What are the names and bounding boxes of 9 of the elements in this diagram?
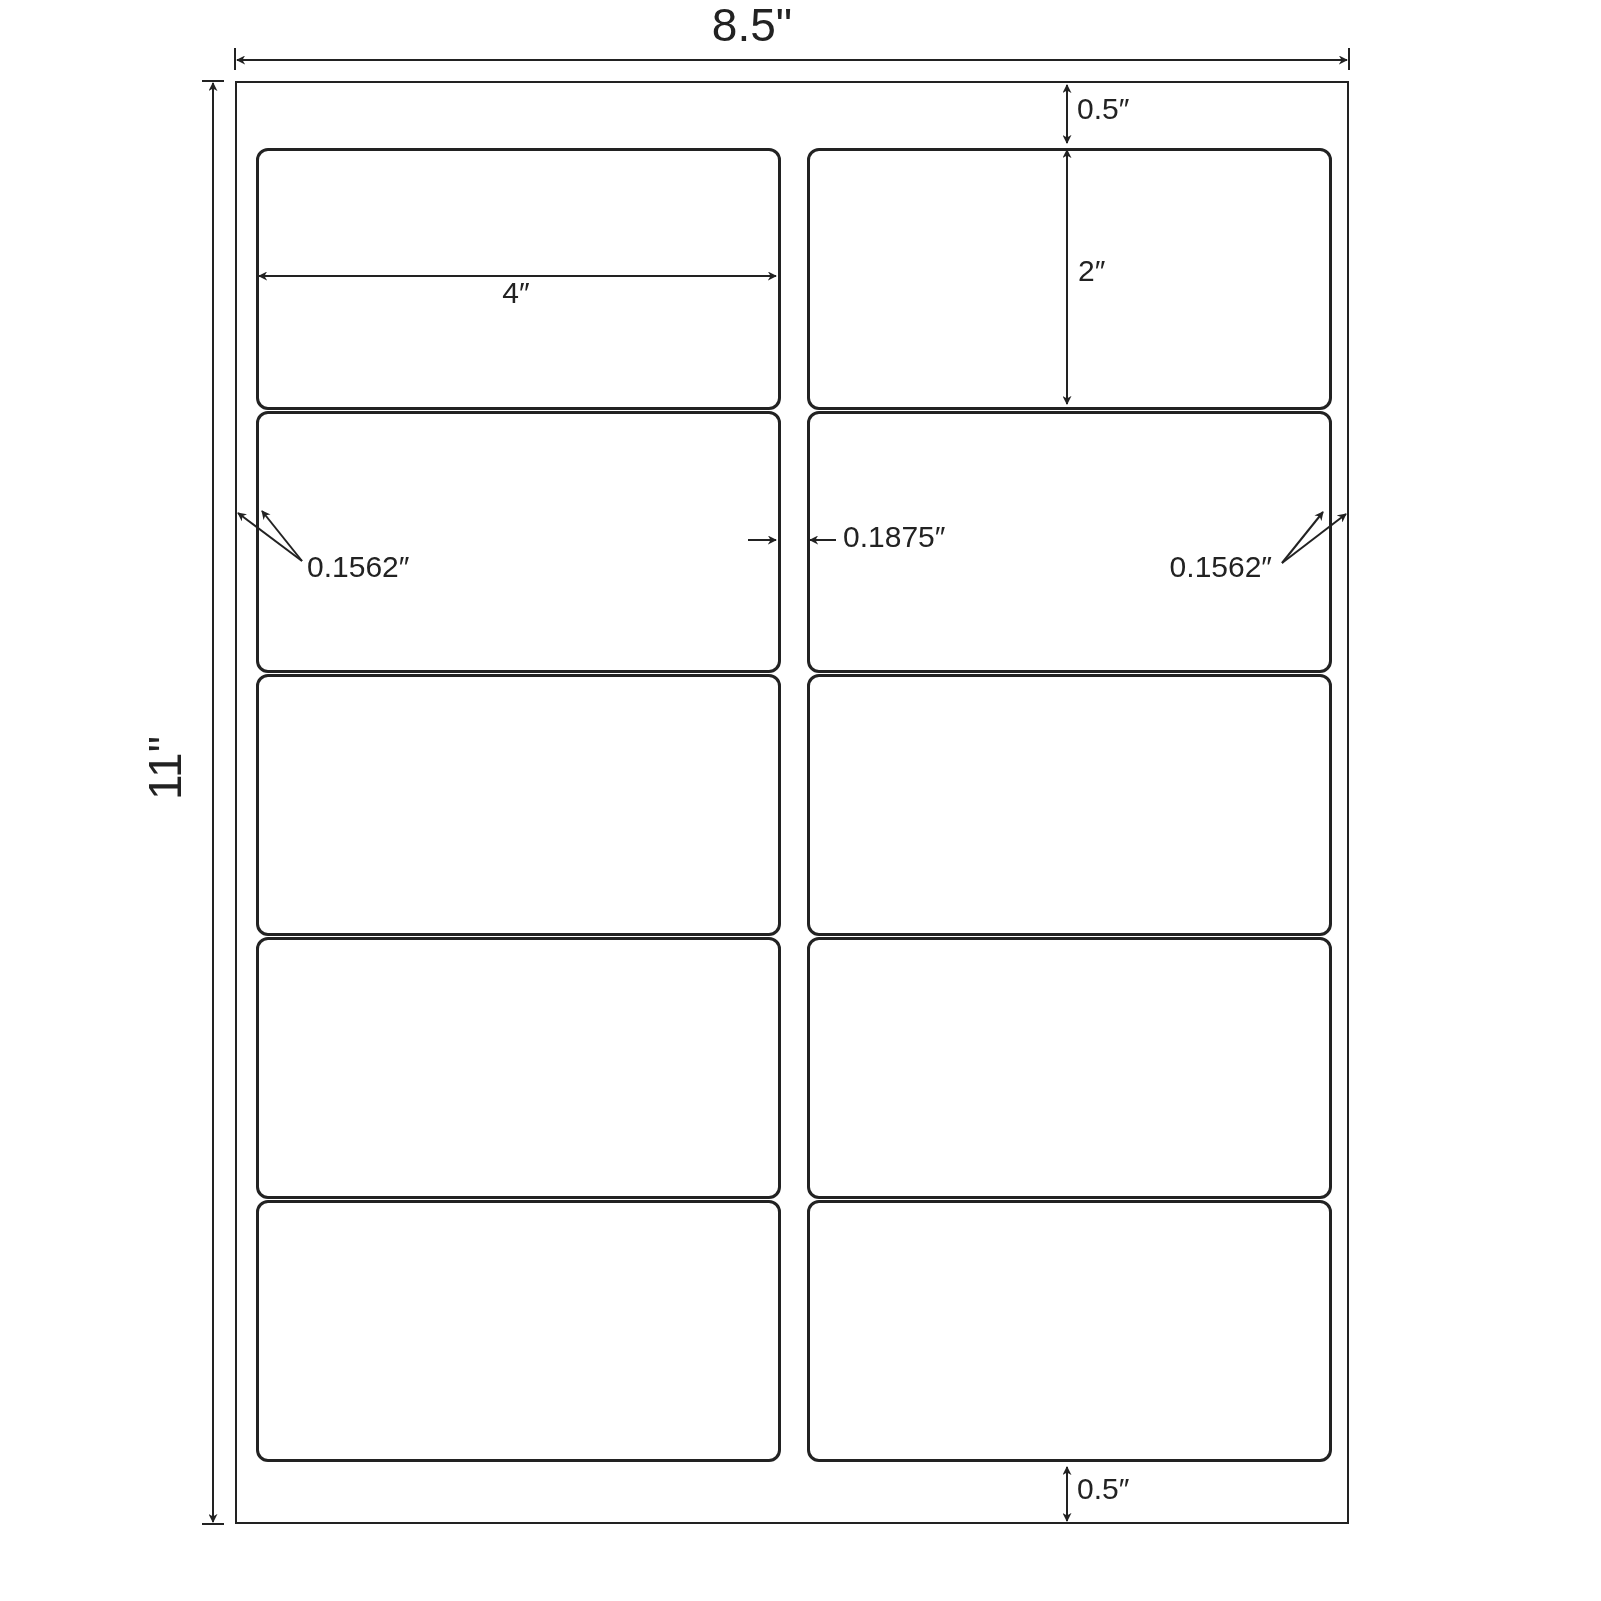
dimension-label: 0.5″	[1077, 94, 1130, 124]
dimension-label: 4″	[502, 278, 530, 308]
dimension-label: 0.1875″	[843, 522, 946, 552]
dimension-label: 8.5"	[711, 2, 793, 48]
dimension-label: 0.1562″	[1169, 552, 1272, 582]
dimension-label: 11"	[142, 735, 188, 801]
dimension-label: 0.5″	[1077, 1474, 1130, 1504]
dimension-label: 2″	[1078, 256, 1106, 286]
dimension-label: 0.1562″	[307, 552, 410, 582]
